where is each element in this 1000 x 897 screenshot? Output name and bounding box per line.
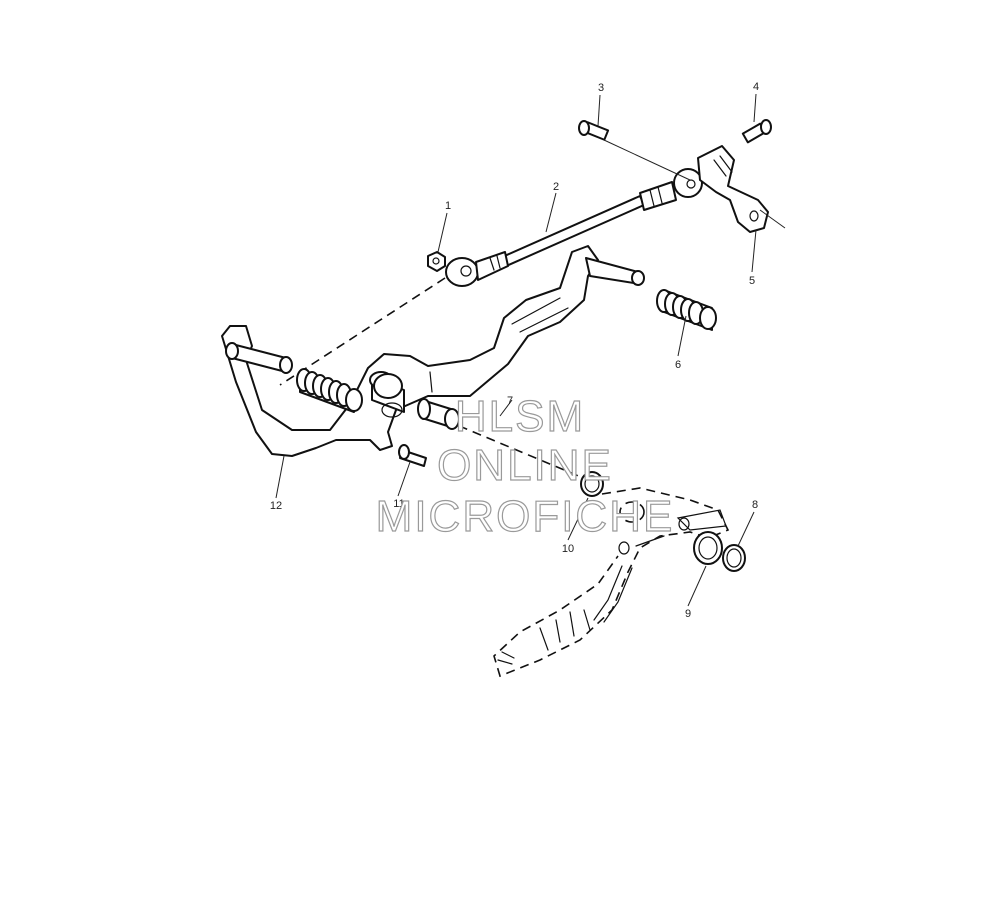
watermark-line-1: HLSM xyxy=(454,391,586,441)
part-9-washer xyxy=(693,531,723,565)
watermark-line-2: ONLINE xyxy=(436,440,613,490)
callout-7: 7 xyxy=(507,395,513,407)
hidden-line-lower xyxy=(444,419,601,486)
part-3-bolt xyxy=(578,120,691,181)
part-4-bolt xyxy=(741,119,772,144)
leader-lines xyxy=(275,93,757,607)
part-2-linkage-rod xyxy=(445,168,703,287)
part-7-bushing xyxy=(417,398,460,430)
part-8-circlip xyxy=(722,544,746,572)
watermark-line-3: MICROFICHE xyxy=(375,491,675,541)
callout-4: 4 xyxy=(753,81,759,93)
callout-labels: 1 2 3 4 5 6 7 8 9 10 11 12 xyxy=(270,81,759,620)
callout-9: 9 xyxy=(685,608,691,620)
part-10-washer xyxy=(580,471,604,497)
lever-peg-rubber xyxy=(296,368,363,413)
part-5-shift-arm xyxy=(697,145,786,233)
callout-10: 10 xyxy=(562,543,574,555)
part-11-bolt xyxy=(398,444,427,467)
callout-2: 2 xyxy=(553,181,559,193)
part-1-nut xyxy=(427,251,446,272)
callout-5: 5 xyxy=(749,275,755,287)
frame-bracket xyxy=(493,487,730,678)
callout-1: 1 xyxy=(445,200,451,212)
hidden-line-upper xyxy=(279,277,446,386)
part-6-peg-rubber xyxy=(656,289,717,331)
callout-3: 3 xyxy=(598,82,604,94)
callout-11: 11 xyxy=(393,498,404,510)
callout-8: 8 xyxy=(752,499,758,511)
part-12-shift-lever xyxy=(221,245,645,457)
callout-12: 12 xyxy=(270,500,282,512)
callout-6: 6 xyxy=(675,359,681,371)
